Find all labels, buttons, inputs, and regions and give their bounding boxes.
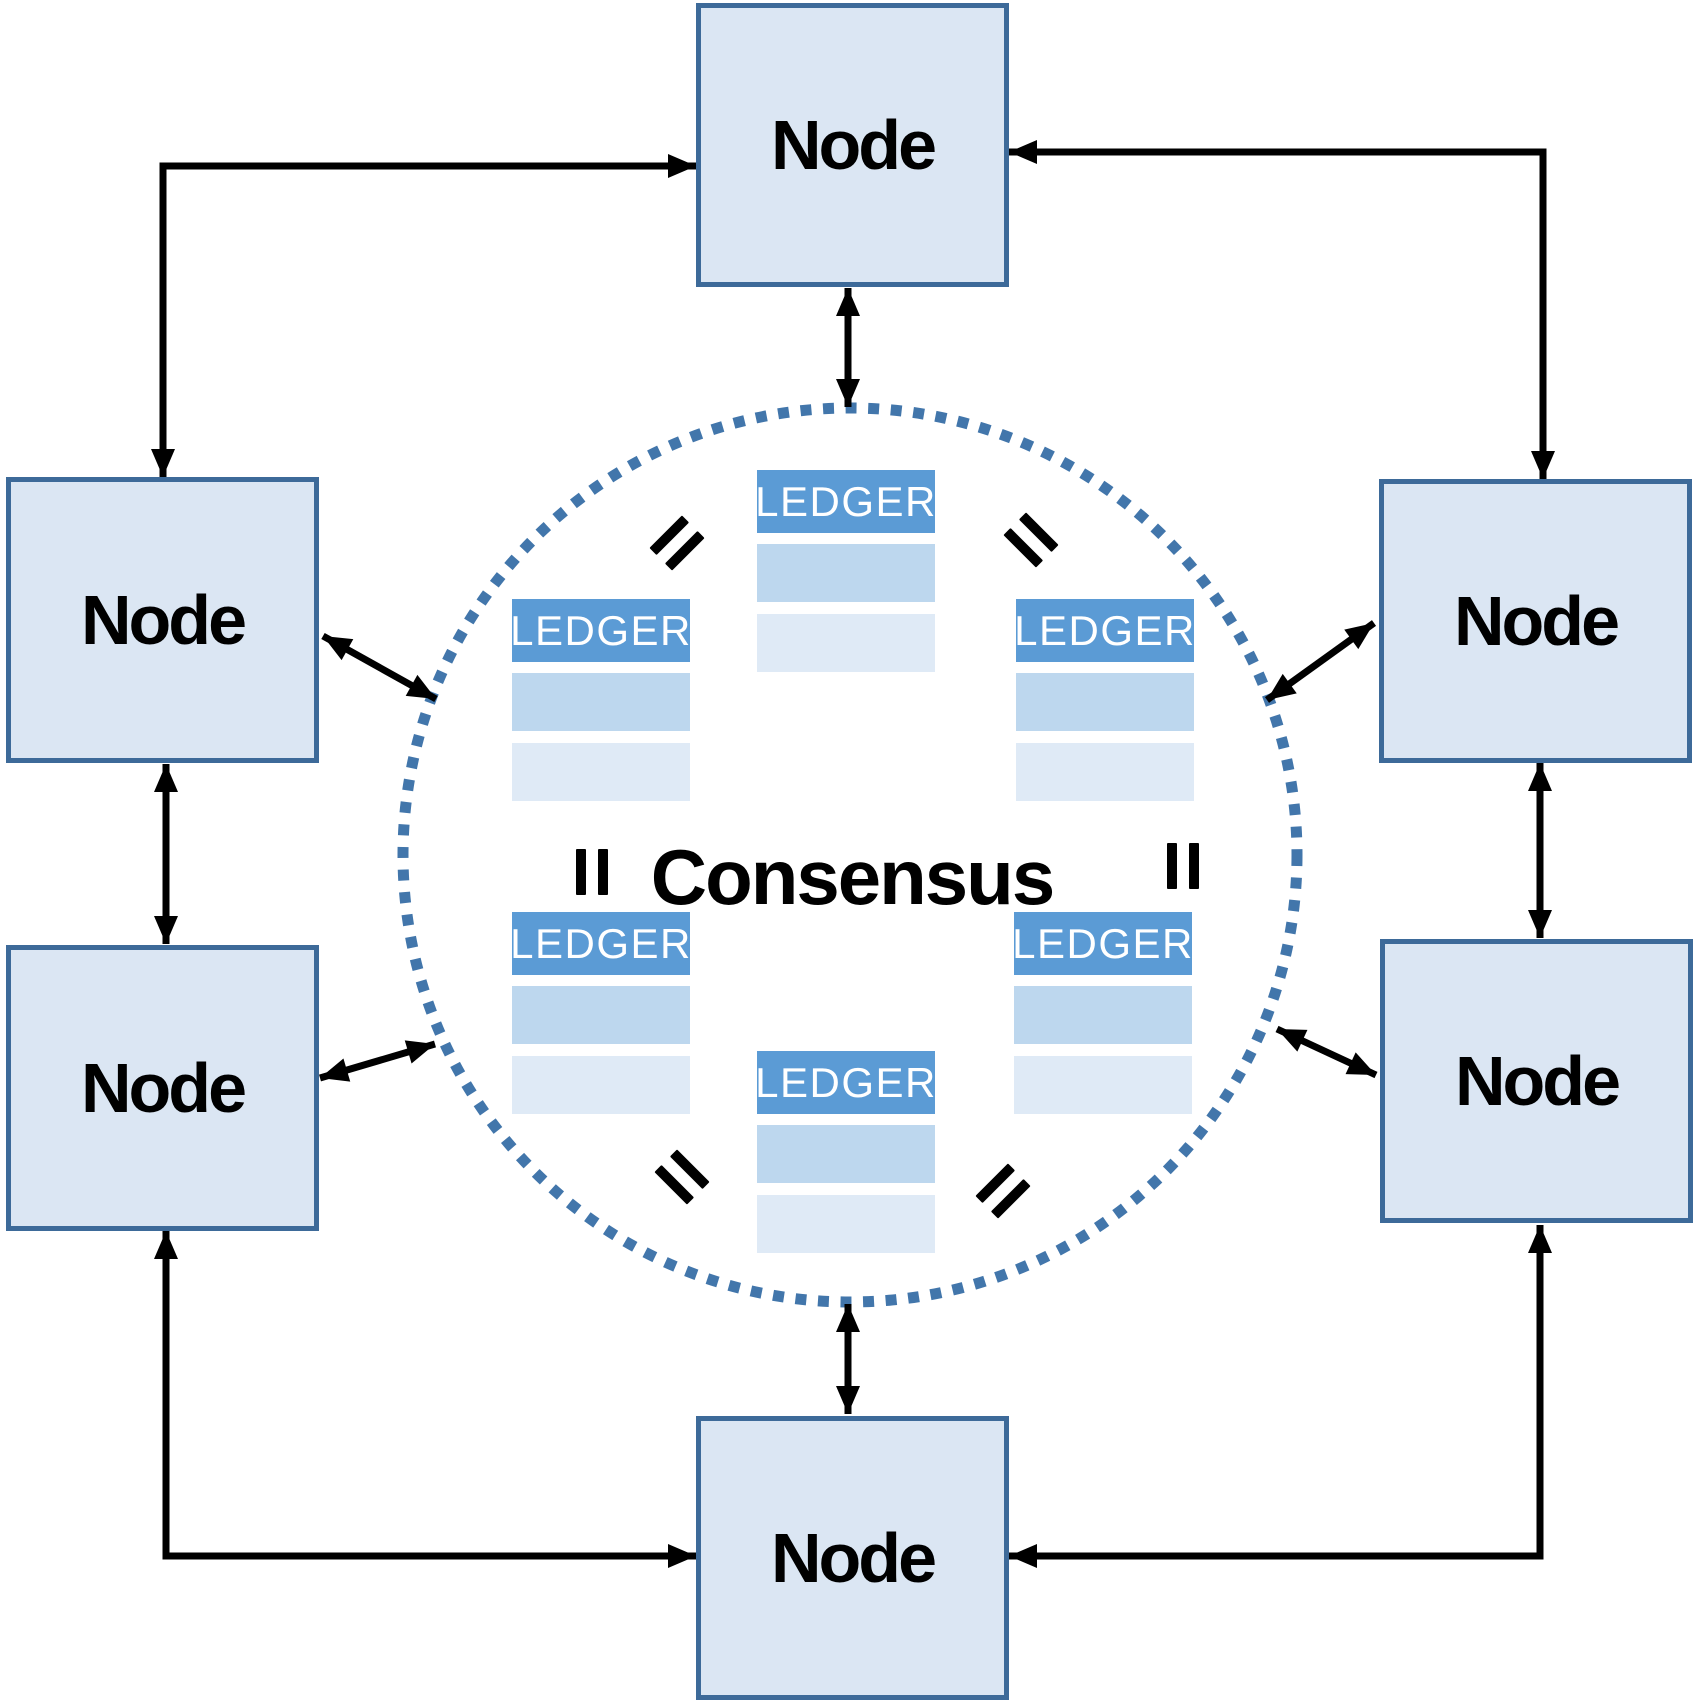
ledger-header: LEDGER — [510, 599, 692, 662]
ledger-title: LEDGER — [510, 919, 692, 967]
node-box-lower-left: Node — [6, 945, 319, 1231]
connector-bottom-right-L — [1009, 1225, 1552, 1568]
consensus-circle — [397, 402, 1303, 1308]
connector-bottom-left-L — [154, 1231, 696, 1568]
connector-upper-left-circle — [321, 632, 438, 703]
node-box-upper-left: Node — [6, 477, 319, 763]
ledger-row — [757, 1195, 935, 1253]
connector-upper-right-circle — [1264, 620, 1377, 703]
ledger-title: LEDGER — [510, 606, 692, 654]
node-label: Node — [81, 581, 247, 659]
ledger-header: LEDGER — [755, 1051, 937, 1114]
ledger-upper-right: LEDGER — [1014, 599, 1196, 801]
ledger-header: LEDGER — [510, 912, 692, 975]
consensus-label: Consensus — [650, 833, 1055, 921]
ledger-title: LEDGER — [755, 477, 937, 525]
ledger-row — [757, 614, 935, 672]
ledger-top-center: LEDGER — [755, 470, 937, 672]
ledger-upper-left: LEDGER — [510, 599, 692, 801]
node-label: Node — [81, 1049, 247, 1127]
ledger-row — [1014, 986, 1192, 1044]
node-label: Node — [771, 106, 937, 184]
connector-top-right-L — [1009, 140, 1555, 479]
node-box-lower-right: Node — [1380, 939, 1693, 1223]
ledger-row — [512, 673, 690, 731]
node-label: Node — [1454, 582, 1620, 660]
node-box-upper-right: Node — [1379, 479, 1692, 763]
ledger-lower-right: LEDGER — [1012, 912, 1194, 1114]
ledger-row — [757, 544, 935, 602]
ledger-header: LEDGER — [1014, 599, 1196, 662]
ledger-row — [757, 1125, 935, 1183]
ledger-row — [512, 1056, 690, 1114]
ledger-lower-left: LEDGER — [510, 912, 692, 1114]
ledger-header: LEDGER — [755, 470, 937, 533]
ledger-row — [512, 743, 690, 801]
ledger-title: LEDGER — [1012, 919, 1194, 967]
ledger-row — [1016, 673, 1194, 731]
ledger-row — [512, 986, 690, 1044]
equals-icon — [1167, 843, 1199, 889]
ledger-title: LEDGER — [1014, 606, 1196, 654]
ledger-title: LEDGER — [755, 1058, 937, 1106]
equals-icon — [576, 849, 608, 895]
ledger-bottom-center: LEDGER — [755, 1051, 937, 1253]
node-label: Node — [1455, 1042, 1621, 1120]
node-box-bottom: Node — [696, 1416, 1009, 1700]
ledger-header: LEDGER — [1012, 912, 1194, 975]
connector-top-left-L — [151, 154, 696, 477]
ledger-row — [1014, 1056, 1192, 1114]
node-box-top: Node — [696, 3, 1009, 287]
node-label: Node — [771, 1519, 937, 1597]
ledger-row — [1016, 743, 1194, 801]
connector-lower-left-circle — [319, 1040, 436, 1082]
connector-lower-right-circle — [1275, 1025, 1378, 1079]
